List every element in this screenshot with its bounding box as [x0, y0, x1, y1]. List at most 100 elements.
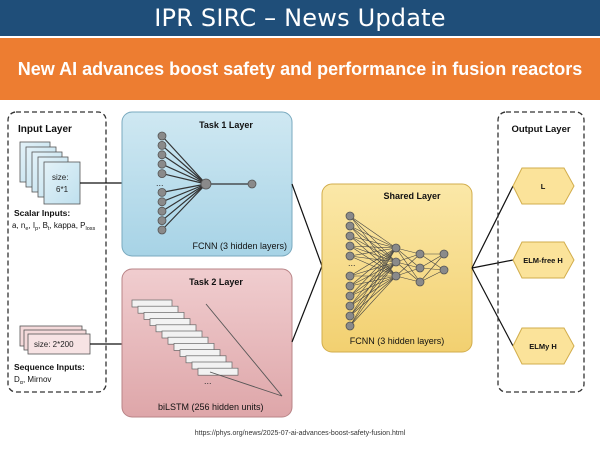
- scalar-size-value: 6*1: [56, 185, 69, 194]
- lstm-cell-stack: [131, 299, 283, 397]
- shared-node: [415, 263, 425, 273]
- task2-to-shared-arrow: [291, 265, 323, 343]
- task1-edge: [161, 183, 207, 222]
- shared-node: [439, 249, 449, 259]
- task1-output-node: [247, 179, 257, 189]
- shared-node: [345, 271, 355, 281]
- task1-edge: [161, 183, 207, 203]
- lstm-cell: [197, 367, 239, 376]
- task1-input-node: [157, 131, 167, 141]
- shared-layer-label: Shared Layer: [383, 191, 441, 201]
- task1-edge: [161, 154, 207, 185]
- shared-node: [415, 249, 425, 259]
- network-diagram: Input Layer size: 6*1 Scalar Inputs: a, …: [7, 111, 585, 418]
- sequence-inputs-list: Dα, Mirnov: [14, 375, 51, 386]
- shared-layer-box: [321, 183, 473, 353]
- scalar-size-label: size:: [52, 173, 68, 182]
- task1-edge: [161, 135, 207, 185]
- lstm-edge: [205, 303, 283, 397]
- task2-ellipsis: ...: [204, 376, 212, 386]
- task1-edge: [161, 173, 207, 185]
- sequence-size-label: size: 2*200: [34, 340, 74, 349]
- shared-edge: [349, 261, 397, 287]
- task1-input-node: [157, 216, 167, 225]
- task1-layer-label: Task 1 Layer: [199, 120, 253, 130]
- shared-edge: [349, 261, 397, 297]
- shared-to-output-l-arrow: [471, 185, 514, 269]
- shared-node: [391, 271, 401, 281]
- shared-edge: [349, 261, 397, 307]
- task1-input-node: [157, 197, 167, 207]
- shared-edge: [349, 215, 397, 249]
- output-elm-free-node: [512, 241, 575, 279]
- task1-edge: [161, 183, 207, 212]
- shared-node: [345, 221, 355, 231]
- task1-edge: [161, 183, 207, 193]
- shared-edge: [349, 261, 397, 277]
- shared-node: [345, 321, 355, 331]
- shared-node: [391, 257, 401, 267]
- output-l-label: L: [541, 182, 546, 191]
- shared-edge: [349, 261, 397, 327]
- task1-hidden-node: [200, 178, 212, 190]
- shared-node: [345, 301, 355, 311]
- task1-input-node: [157, 188, 167, 197]
- shared-edge: [349, 261, 397, 317]
- shared-edge: [349, 275, 397, 287]
- task1-input-node: [157, 225, 167, 235]
- shared-network: [345, 211, 449, 331]
- shared-node: [345, 251, 355, 261]
- shared-edge: [419, 253, 445, 269]
- output-elm-free-label: ELM-free H: [523, 256, 563, 265]
- scalar-inputs-list: a, ne, Ip, Bt, kappa, Ploss: [12, 221, 96, 232]
- task1-edge: [161, 144, 207, 185]
- task1-edge: [161, 163, 207, 185]
- shared-edge: [349, 247, 397, 327]
- output-layer-box: [497, 111, 585, 393]
- shared-node: [345, 231, 355, 241]
- shared-edge: [349, 275, 397, 307]
- source-link[interactable]: https://phys.org/news/2025-07-ai-advance…: [194, 430, 406, 437]
- shared-ellipsis: ...: [348, 258, 356, 268]
- sequence-input-stack: [19, 325, 91, 355]
- shared-edge: [349, 235, 397, 249]
- shared-edge: [395, 253, 421, 277]
- input-layer-label: Input Layer: [18, 124, 72, 135]
- scalar-input-stack: [19, 141, 81, 205]
- shared-edge: [349, 247, 397, 297]
- shared-caption: FCNN (3 hidden layers): [350, 336, 445, 346]
- shared-edge: [349, 225, 397, 249]
- output-layer-label: Output Layer: [511, 124, 570, 135]
- shared-node: [345, 241, 355, 251]
- shared-edge: [349, 245, 397, 249]
- slide-title: IPR SIRC – News Update: [0, 0, 600, 36]
- shared-edge: [349, 247, 397, 287]
- lstm-edge: [209, 371, 283, 397]
- news-headline: New AI advances boost safety and perform…: [0, 38, 600, 100]
- task1-caption: FCNN (3 hidden layers): [192, 241, 287, 251]
- shared-edge: [419, 253, 445, 271]
- output-elmy-label: ELMy H: [529, 342, 557, 351]
- shared-node: [345, 291, 355, 301]
- shared-node: [415, 277, 425, 287]
- shared-edge: [349, 247, 397, 277]
- sequence-inputs-heading: Sequence Inputs:: [14, 362, 85, 372]
- task2-layer-label: Task 2 Layer: [189, 277, 243, 287]
- task1-input-node: [157, 159, 167, 169]
- shared-node: [391, 243, 401, 253]
- task1-input-node: [157, 150, 167, 160]
- task1-network: [157, 131, 257, 235]
- task1-input-node: [157, 206, 167, 216]
- shared-edge: [349, 247, 397, 317]
- shared-to-output-elmy-arrow: [471, 267, 514, 347]
- scalar-inputs-heading: Scalar Inputs:: [14, 208, 70, 218]
- shared-edge: [419, 253, 445, 283]
- task1-to-shared-arrow: [291, 183, 323, 267]
- shared-edge: [349, 247, 397, 307]
- shared-edge: [349, 275, 397, 327]
- shared-node: [345, 211, 355, 221]
- output-l-node: [512, 167, 575, 205]
- shared-edge: [349, 247, 397, 257]
- output-elmy-node: [512, 327, 575, 365]
